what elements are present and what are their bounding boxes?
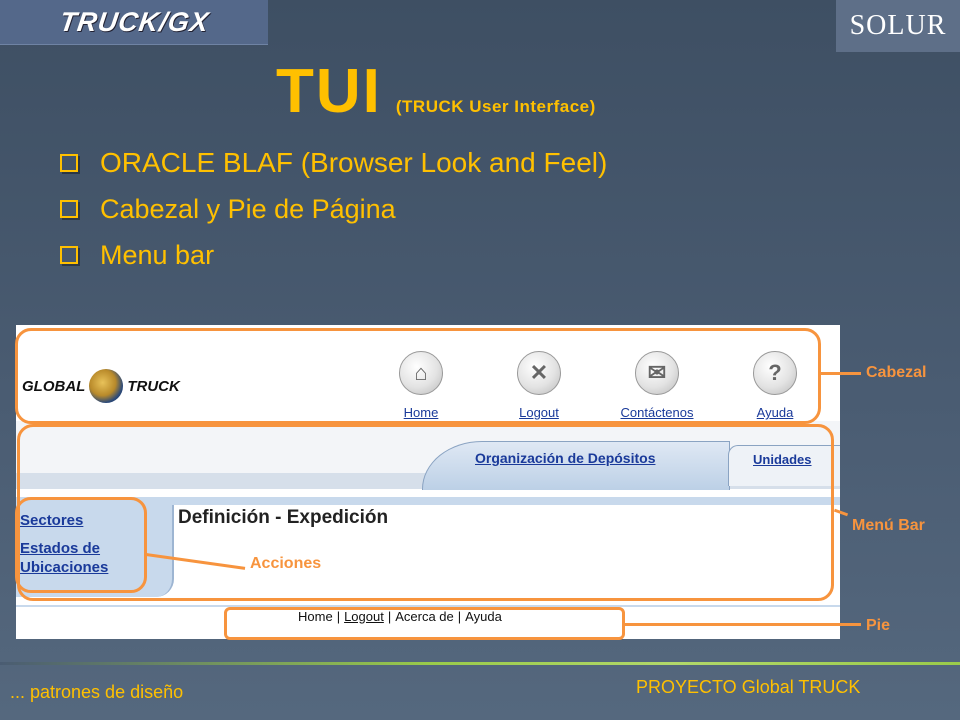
tab-organizacion-depositos[interactable]: Organización de Depósitos xyxy=(422,441,730,490)
truck-gx-logo: TRUCK/GX xyxy=(0,0,268,45)
square-bullet-icon xyxy=(60,154,78,172)
tab-active-label: Organización de Depósitos xyxy=(475,450,656,466)
actions-sidebar: Sectores Estados de Ubicaciones xyxy=(16,497,174,597)
contact-icon: ✉ xyxy=(635,351,679,395)
home-icon: ⌂ xyxy=(399,351,443,395)
bullet-item: Cabezal y Pie de Página xyxy=(60,186,607,232)
square-bullet-icon xyxy=(60,246,78,264)
help-icon: ? xyxy=(753,351,797,395)
nav-help[interactable]: ? Ayuda xyxy=(730,351,820,420)
slide-title: TUI (TRUCK User Interface) xyxy=(276,56,596,127)
slide-footer-right: PROYECTO Global TRUCK xyxy=(636,677,861,697)
logo-word-right: TRUCK xyxy=(127,377,180,395)
sidebar-link-estados-line1[interactable]: Estados de xyxy=(20,540,101,557)
nav-contact-label: Contáctenos xyxy=(620,405,694,420)
footer-link-acerca[interactable]: Acerca de xyxy=(395,609,454,624)
nav-contact[interactable]: ✉ Contáctenos xyxy=(612,351,702,420)
app-screenshot: GLOBAL TRUCK ⌂ Home ✕ Logout ✉ Contácten… xyxy=(16,325,840,639)
acciones-callout xyxy=(15,497,147,593)
pie-label: Pie xyxy=(866,617,891,634)
pie-callout xyxy=(224,607,625,640)
slide-title-sub: (TRUCK User Interface) xyxy=(395,97,596,116)
square-bullet-icon xyxy=(60,200,78,218)
logo-word-left: GLOBAL xyxy=(22,377,86,395)
bullet-text: Cabezal y Pie de Página xyxy=(100,193,396,224)
footer-separator: | xyxy=(457,609,462,624)
footer-separator: | xyxy=(387,609,392,624)
nav-logout[interactable]: ✕ Logout xyxy=(494,351,584,420)
bullet-text: ORACLE BLAF (Browser Look and Feel) xyxy=(100,147,608,178)
bullet-list: ORACLE BLAF (Browser Look and Feel) Cabe… xyxy=(60,140,607,278)
nav-help-label: Ayuda xyxy=(756,405,794,420)
sidebar-link-estados-line2[interactable]: Ubicaciones xyxy=(20,559,109,576)
app-header: GLOBAL TRUCK ⌂ Home ✕ Logout ✉ Contácten… xyxy=(16,325,840,421)
footer-divider xyxy=(16,605,840,607)
acciones-label: Acciones xyxy=(250,555,322,572)
footer-rule xyxy=(0,662,960,665)
footer-link-logout[interactable]: Logout xyxy=(344,609,384,624)
slide-title-main: TUI xyxy=(276,57,382,126)
menu-bar-label: Menú Bar xyxy=(852,517,925,534)
sidebar-link-sectores[interactable]: Sectores xyxy=(20,512,84,529)
logout-key-icon: ✕ xyxy=(517,351,561,395)
footer-link-ayuda[interactable]: Ayuda xyxy=(465,609,502,624)
nav-home[interactable]: ⌂ Home xyxy=(376,351,466,420)
nav-logout-label: Logout xyxy=(519,405,559,420)
footer-separator: | xyxy=(336,609,341,624)
app-footer-links: Home|Logout|Acerca de|Ayuda xyxy=(298,609,502,624)
truck-gx-logo-text: TRUCK/GX xyxy=(57,6,211,37)
slide-footer-left: ... patrones de diseño xyxy=(10,682,184,702)
tab-other-label: Unidades xyxy=(753,452,812,467)
solur-logo: SOLUR xyxy=(836,0,960,52)
globe-icon xyxy=(89,369,124,403)
bullet-text: Menu bar xyxy=(100,239,215,270)
pie-leader-line xyxy=(625,623,861,626)
solur-logo-text: SOLUR xyxy=(849,10,947,41)
cabezal-leader-line xyxy=(821,372,861,375)
cabezal-label: Cabezal xyxy=(866,364,927,381)
content-title: Definición - Expedición xyxy=(178,507,389,528)
global-truck-logo: GLOBAL TRUCK xyxy=(22,369,180,403)
tab-unidades[interactable]: Unidades xyxy=(728,445,840,486)
cabezal-callout xyxy=(15,328,821,424)
bullet-item: Menu bar xyxy=(60,232,607,278)
content-top-bar xyxy=(172,497,840,505)
footer-link-home[interactable]: Home xyxy=(298,609,333,624)
nav-home-label: Home xyxy=(403,405,439,420)
bullet-item: ORACLE BLAF (Browser Look and Feel) xyxy=(60,140,607,186)
